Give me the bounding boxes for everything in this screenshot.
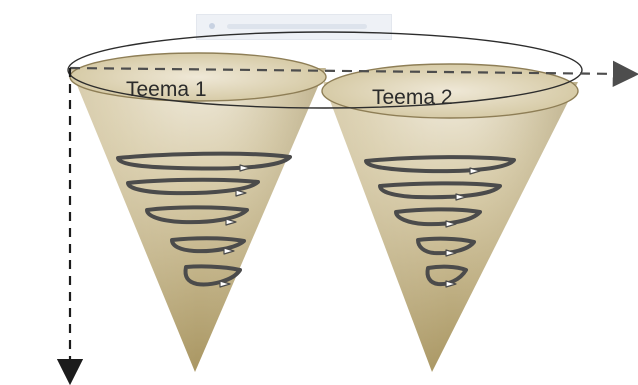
topic-label-1: Teema 1	[126, 78, 207, 101]
cone-2-group	[322, 64, 578, 372]
cone-2-shade	[323, 82, 578, 372]
topic-label-2: Teema 2	[372, 86, 453, 109]
cone-1-shade	[70, 68, 326, 372]
